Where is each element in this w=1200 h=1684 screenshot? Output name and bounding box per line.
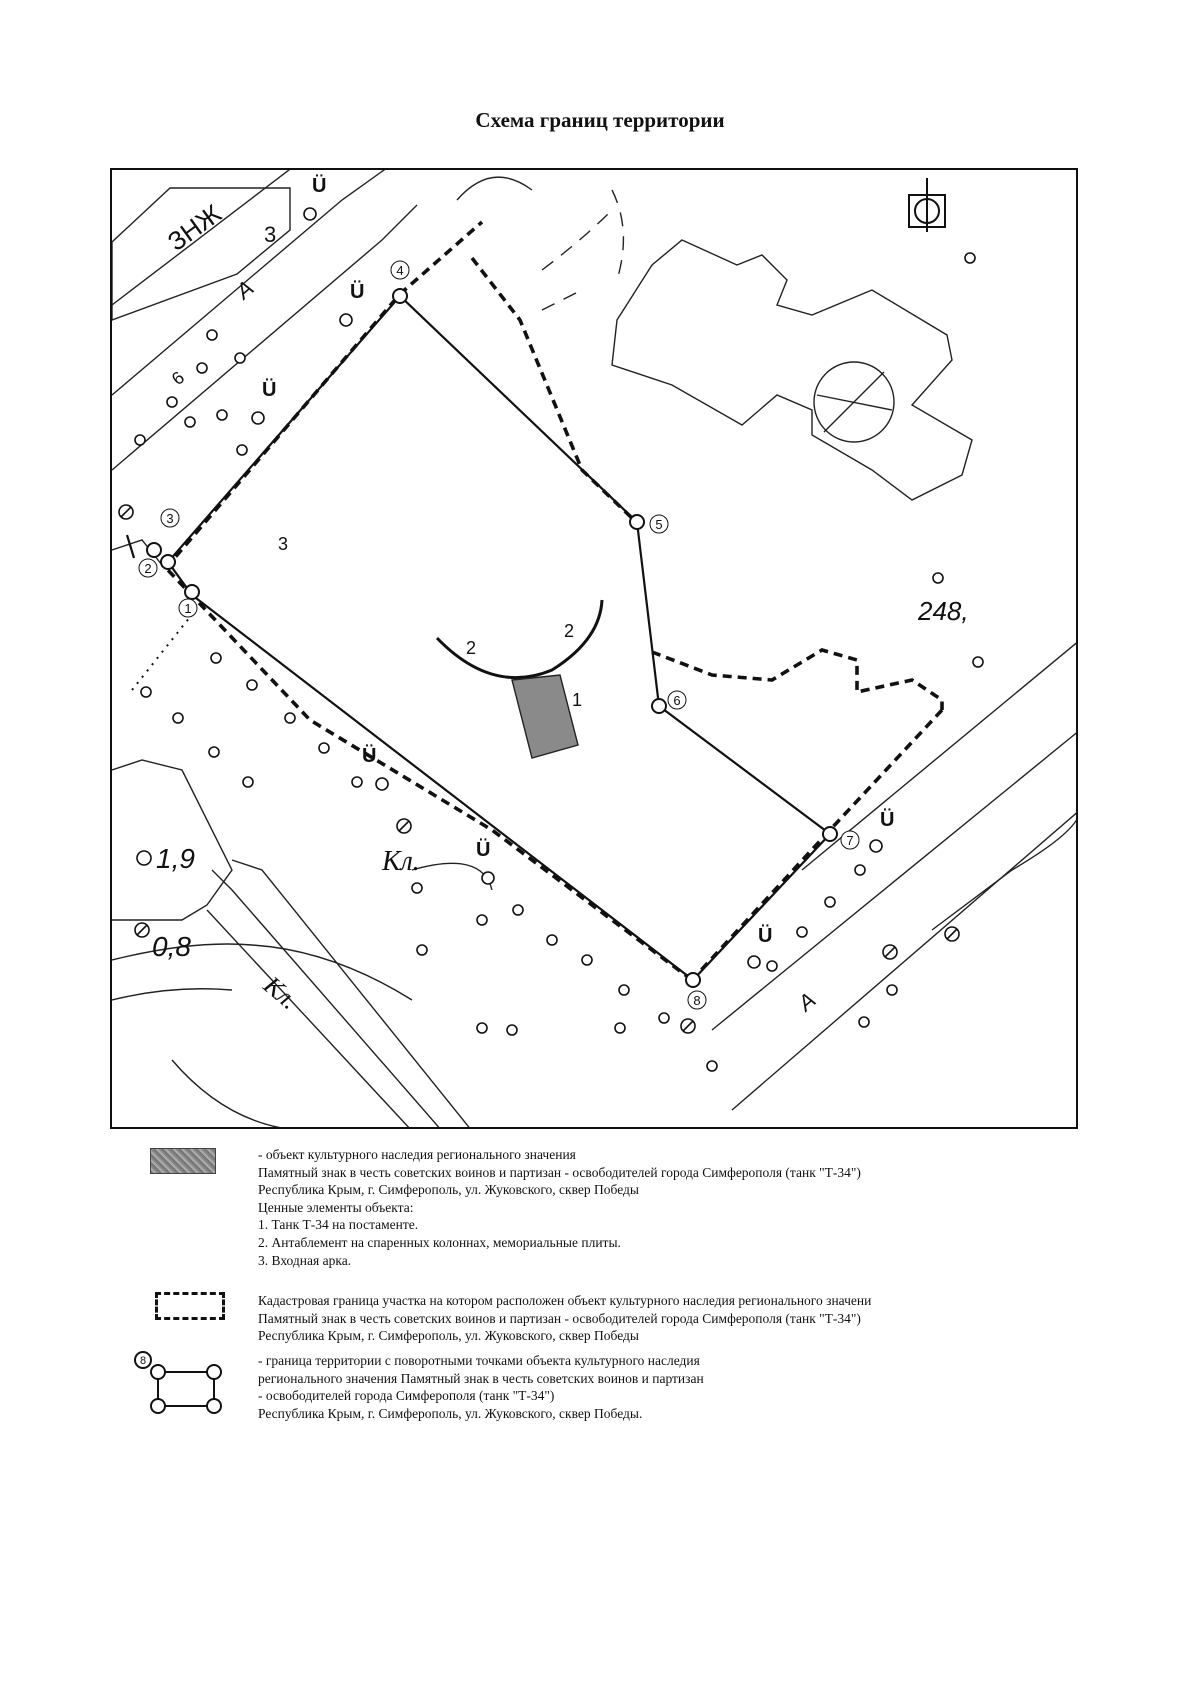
svg-text:248,: 248, bbox=[917, 596, 969, 626]
legend-cadastral-text: Кадастровая граница участка на котором р… bbox=[258, 1293, 872, 1344]
territory-boundary bbox=[166, 294, 832, 982]
svg-text:А: А bbox=[792, 987, 821, 1017]
svg-text:2: 2 bbox=[144, 561, 151, 576]
svg-text:ЗНЖ: ЗНЖ bbox=[162, 198, 227, 257]
svg-text:3: 3 bbox=[278, 534, 288, 554]
svg-text:0,8: 0,8 bbox=[152, 931, 191, 962]
turning-point-2b bbox=[146, 542, 162, 558]
svg-text:Ü: Ü bbox=[262, 378, 276, 401]
svg-text:1: 1 bbox=[184, 601, 191, 616]
page-title: Схема границ территории bbox=[475, 108, 725, 132]
turning-point-4 bbox=[392, 288, 408, 304]
svg-text:Ü: Ü bbox=[880, 808, 894, 831]
turning-point-5 bbox=[629, 514, 645, 530]
svg-text:7: 7 bbox=[846, 833, 853, 848]
svg-text:4: 4 bbox=[396, 263, 403, 278]
turning-point-1 bbox=[184, 584, 200, 600]
large-building bbox=[611, 239, 973, 501]
svg-text:Ü: Ü bbox=[312, 174, 326, 197]
svg-text:3: 3 bbox=[264, 222, 276, 247]
map-labels: ЗНЖ 3 А 6 248, 1,9 0,8 Кл. Кл. А 1 2 2 3 bbox=[152, 198, 969, 1017]
svg-text:2: 2 bbox=[564, 621, 574, 641]
svg-text:6: 6 bbox=[673, 693, 680, 708]
turning-point-6 bbox=[651, 698, 667, 714]
street-line-top-1 bbox=[112, 170, 291, 306]
svg-text:6: 6 bbox=[168, 367, 189, 389]
background-linework bbox=[112, 170, 1076, 1127]
svg-text:Ü: Ü bbox=[758, 924, 772, 947]
svg-text:Ü: Ü bbox=[350, 280, 364, 303]
lamp-letters: Ü Ü Ü Ü Ü Ü Ü bbox=[262, 174, 894, 947]
legend-point-label: 8 bbox=[140, 1355, 146, 1367]
svg-text:Кл.: Кл. bbox=[257, 970, 303, 1015]
dotted-line bbox=[131, 616, 191, 691]
tank-t34 bbox=[511, 674, 579, 759]
svg-text:Кл.: Кл. bbox=[381, 846, 420, 877]
hatched-circles bbox=[118, 504, 960, 1034]
svg-text:5: 5 bbox=[655, 517, 662, 532]
turning-point-8 bbox=[685, 972, 701, 988]
street-line-top-3 bbox=[112, 204, 418, 471]
svg-text:2: 2 bbox=[466, 638, 476, 658]
legend-heritage-swatch bbox=[150, 1148, 216, 1174]
svg-text:3: 3 bbox=[166, 511, 173, 526]
turning-point-7 bbox=[822, 826, 838, 842]
entrance-arch-mark bbox=[125, 534, 136, 559]
svg-text:Ü: Ü bbox=[476, 838, 490, 861]
north-arrow-icon bbox=[908, 178, 946, 232]
turning-point-2 bbox=[160, 554, 176, 570]
building-znzh bbox=[112, 187, 291, 321]
svg-text:1: 1 bbox=[572, 690, 582, 710]
turning-point-labels: 1 2 3 4 5 6 7 8 bbox=[138, 260, 860, 1010]
legend-territory-swatch: 8 bbox=[134, 1351, 222, 1414]
turning-points bbox=[146, 288, 838, 988]
map-frame: 1 2 3 4 5 6 7 8 bbox=[110, 168, 1078, 1129]
svg-text:8: 8 bbox=[693, 993, 700, 1008]
street-line-top-2 bbox=[112, 170, 386, 396]
legend-heritage-text: - объект культурного наследия региональн… bbox=[258, 1147, 861, 1268]
legend-cadastral-swatch bbox=[155, 1292, 225, 1320]
cadastral-boundary bbox=[164, 220, 944, 982]
svg-text:А: А bbox=[230, 275, 259, 305]
territory-map: 1 2 3 4 5 6 7 8 bbox=[112, 170, 1076, 1127]
legend-territory-text: - граница территории с поворотными точка… bbox=[258, 1353, 704, 1421]
memorial-arch bbox=[435, 599, 604, 680]
svg-text:Ü: Ü bbox=[362, 744, 376, 767]
roundabout bbox=[813, 361, 895, 443]
trees bbox=[134, 252, 984, 1072]
lamp-symbols bbox=[251, 207, 883, 969]
svg-text:1,9: 1,9 bbox=[156, 843, 195, 874]
